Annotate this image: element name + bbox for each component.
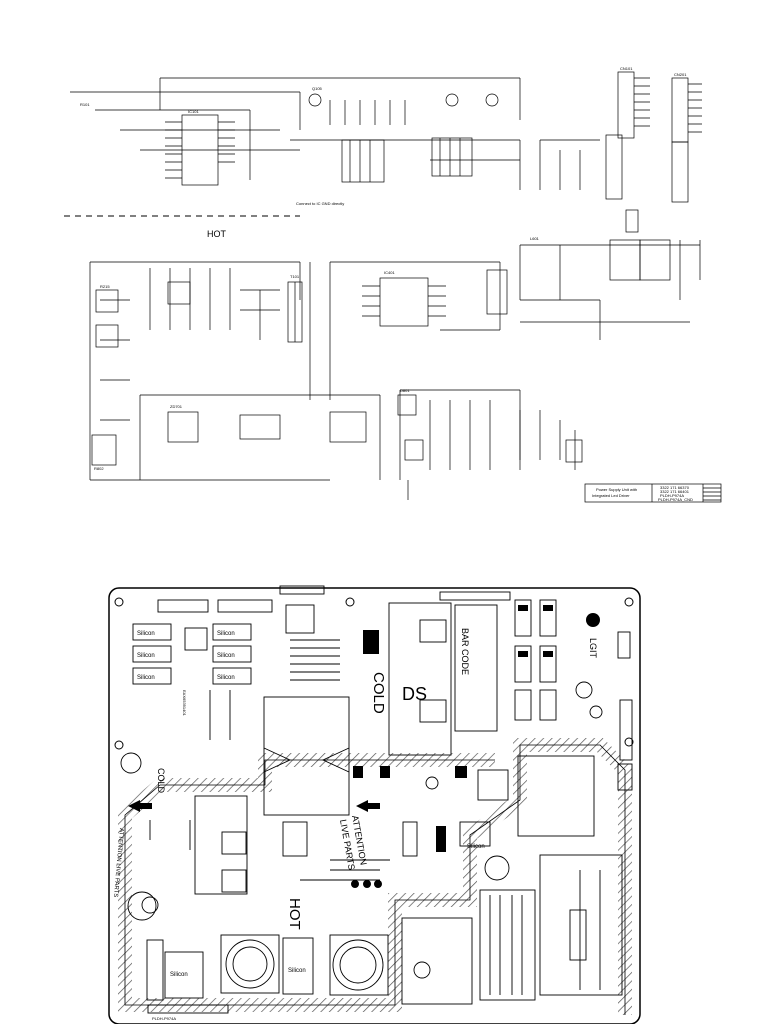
ref-l601: L601 [530, 236, 540, 241]
silicon-pad-label: Silicon [217, 631, 235, 637]
silicon-pad-label: Silicon [137, 675, 155, 681]
left-arrow-icon [128, 800, 152, 812]
mounting-hole [624, 597, 634, 607]
cold-label-left: COLD [156, 768, 166, 794]
cold-label-top: COLD [370, 672, 387, 714]
ref-d301: R215 [100, 284, 110, 289]
title-block-part-3: PLDH-P974A [660, 493, 684, 498]
ref-ic101: IC101 [188, 109, 199, 114]
pcb-part-number: EAX65391401 [182, 690, 187, 717]
mounting-hole [624, 737, 634, 747]
ref-cn101: CN101 [620, 66, 633, 71]
gnd-note: Connect to IC GND directly [296, 201, 344, 206]
barcode-label: BAR CODE [460, 628, 470, 675]
title-block-title-2: Integrated Led Driver [592, 493, 630, 498]
ref-d801: D801 [400, 388, 410, 393]
pcb-layout: Silicon Silicon Silicon Silicon Silicon … [108, 585, 641, 1024]
silicon-pad-label: Silicon [137, 653, 155, 659]
title-block-part-2: 3322 171 66401 [660, 489, 690, 494]
silicon-pad-label: Silicon [288, 968, 306, 974]
ref-r802: R802 [94, 466, 104, 471]
silicon-pad-label: Silicon [217, 653, 235, 659]
silicon-pad-label: Silicon [170, 972, 188, 978]
ref-t101: T101 [290, 274, 300, 279]
left-arrow-icon [356, 800, 380, 812]
ref-zd701: ZD701 [170, 404, 183, 409]
silicon-pad-label: Silicon [217, 675, 235, 681]
hot-section-label: HOT [207, 229, 227, 239]
ref-q105: Q105 [312, 86, 323, 91]
ds-label: DS [402, 684, 427, 704]
mounting-hole [114, 597, 124, 607]
ref-r101: R101 [80, 102, 90, 107]
ref-ic401: IC401 [384, 270, 395, 275]
circuit-schematic: HOT Connect to IC GND directly Power Sup… [64, 66, 722, 503]
hot-label: HOT [286, 898, 303, 930]
title-block-part-1: 3322 171 66370 [660, 485, 690, 490]
title-block-title-1: Power Supply Unit with [596, 487, 637, 492]
ref-cn201: CN201 [674, 72, 687, 77]
silicon-pad-label: Silicon [137, 631, 155, 637]
board-model: PLDH-P974A [152, 1016, 176, 1021]
title-block-part-4: PLDH-P974A_CND [658, 497, 693, 502]
mounting-hole [114, 740, 124, 750]
brand-label: LGIT [588, 638, 598, 659]
mounting-hole [345, 597, 355, 607]
silicon-pad-label: Silicon [467, 844, 485, 850]
